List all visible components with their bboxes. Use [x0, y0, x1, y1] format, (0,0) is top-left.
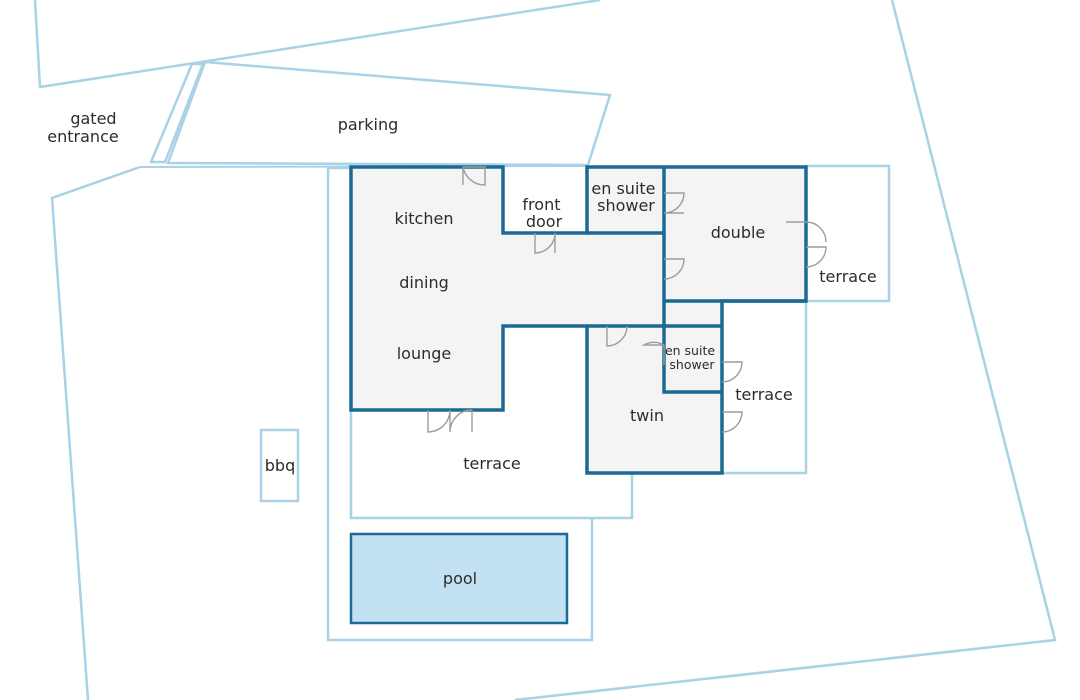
label-front-door: front door — [522, 195, 565, 231]
bbq-area — [259, 428, 300, 503]
label-dining: dining — [399, 273, 448, 292]
door-en-suite-mid — [641, 341, 665, 365]
label-terrace-right-top: terrace — [819, 267, 876, 286]
label-terrace-main: terrace — [463, 454, 520, 473]
door-en-suite-mid-right — [721, 361, 743, 383]
doors — [427, 166, 827, 433]
label-door: door — [526, 212, 563, 231]
label-entrance: entrance — [47, 127, 118, 146]
label-pool: pool — [443, 569, 477, 588]
door-double — [663, 258, 685, 280]
label-twin: twin — [630, 406, 664, 425]
label-shower-top: shower — [597, 196, 655, 215]
site-outer-boundary — [33, 0, 601, 89]
door-front — [534, 232, 556, 254]
label-lounge: lounge — [397, 344, 452, 363]
label-en-suite-top: en suite — [591, 179, 655, 198]
door-double-terrace — [786, 221, 827, 268]
door-kitchen-top — [462, 166, 486, 186]
label-front: front — [522, 195, 560, 214]
label-gated-entrance: gated entrance — [47, 109, 121, 146]
door-en-suite-top — [663, 192, 685, 214]
site-right-boundary — [514, 0, 1057, 700]
label-kitchen: kitchen — [395, 209, 454, 228]
pool — [349, 532, 569, 625]
garden-strip-outline — [326, 166, 594, 642]
door-twin-terrace — [721, 411, 743, 433]
label-gated: gated — [70, 109, 116, 128]
label-en-suite-shower-mid: en suite shower — [665, 343, 719, 372]
label-en-suite-mid: en suite — [665, 343, 715, 358]
label-shower-mid: shower — [669, 357, 715, 372]
gate-strip — [149, 62, 205, 164]
label-parking: parking — [338, 115, 399, 134]
room-labels: gated entrance parking kitchen dining lo… — [47, 109, 876, 588]
label-double: double — [711, 223, 766, 242]
site-left-boundary — [50, 165, 141, 700]
label-bbq: bbq — [265, 456, 295, 475]
right-terrace-mid-outline — [722, 301, 808, 475]
door-twin — [606, 325, 628, 347]
label-terrace-right-mid: terrace — [735, 385, 792, 404]
label-en-suite-shower-top: en suite shower — [591, 179, 660, 215]
main-terrace-outline — [349, 410, 634, 520]
parking-area — [166, 60, 612, 167]
door-lounge-terrace — [427, 409, 473, 433]
house — [349, 165, 808, 475]
